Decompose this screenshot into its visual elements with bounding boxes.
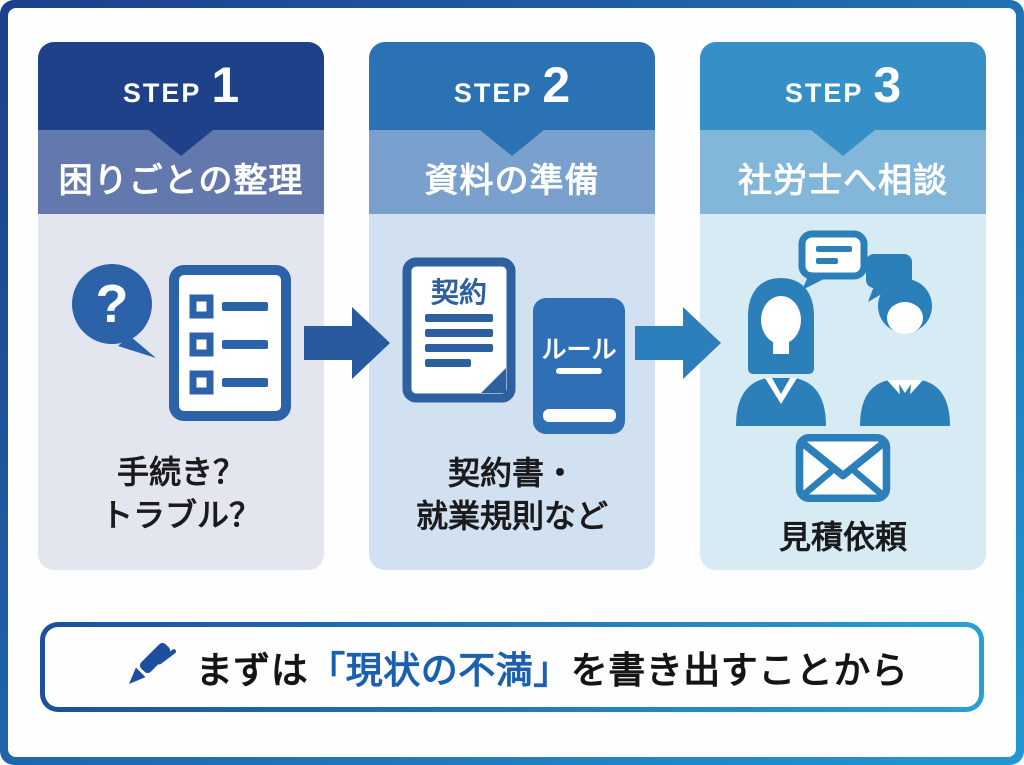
arrow-right-icon (303, 307, 390, 379)
bottom-banner: まずは「現状の不満」を書き出すことから (40, 622, 984, 712)
man-icon (860, 279, 950, 426)
step-3-label: STEP (784, 78, 864, 108)
step-2-header: STEP 2 (369, 42, 655, 130)
step-1-caption-line-1: 手続き？ (116, 454, 245, 490)
step-card-3: STEP 3 社労士へ相談 (700, 42, 986, 570)
svg-text:?: ? (96, 274, 129, 334)
question-checklist-icons: ? (72, 264, 291, 421)
step-2-caption-line-1: 契約書・ (447, 455, 576, 491)
consultation-people-icons (736, 230, 950, 426)
step-2-caption: 契約書・ 就業規則など (416, 452, 608, 538)
step-1-title-band: 困りごとの整理 (38, 130, 324, 214)
step-2-caption-line-2: 就業規則など (415, 498, 608, 535)
svg-text:ルール: ルール (541, 336, 616, 364)
step-3-header: STEP 3 (700, 42, 986, 130)
contract-document-icon: 契約 (402, 257, 516, 403)
step-1-notch-triangle (149, 130, 213, 156)
pen-icon (128, 642, 176, 684)
step-1-number: 1 (211, 57, 240, 113)
step-card-2: STEP 2 資料の準備 契約 (369, 42, 655, 570)
step-3-notch-triangle (811, 130, 875, 156)
woman-icon (736, 278, 826, 426)
arrow-right-icon (634, 307, 721, 379)
documents-icons: 契約 ルール (402, 257, 625, 434)
step-3-number: 3 (873, 57, 902, 113)
svg-text:契約: 契約 (431, 276, 487, 308)
step-2-label: STEP (453, 78, 533, 108)
arrow-step1-to-step2 (303, 305, 390, 381)
question-bubble-icon: ? (72, 264, 156, 358)
step-2-number: 2 (542, 57, 571, 113)
step-2-title: 資料の準備 (424, 162, 600, 200)
banner-text-prefix: まずは (195, 650, 309, 691)
step-3-body: 見積依頼 (700, 214, 986, 570)
bottom-banner-inner: まずは「現状の不満」を書き出すことから (45, 627, 979, 707)
infographic-background: STEP 1 困りごとの整理 ? (8, 8, 1016, 757)
step-3-title: 社労士へ相談 (738, 162, 948, 200)
checklist-icon (169, 265, 291, 421)
step-3-caption: 見積依頼 (779, 516, 907, 559)
envelope-icon (795, 434, 891, 502)
step-2-title-band: 資料の準備 (369, 130, 655, 214)
banner-text-suffix: を書き出すことから (570, 650, 909, 691)
step-2-body: 契約 ルール (369, 214, 655, 570)
step-1-header: STEP 1 (38, 42, 324, 130)
step-2-notch-triangle (480, 130, 544, 156)
step-1-label: STEP (122, 78, 202, 108)
banner-text: まずは「現状の不満」を書き出すことから (196, 640, 909, 694)
arrow-step2-to-step3 (634, 305, 721, 381)
steps-row: STEP 1 困りごとの整理 ? (38, 42, 986, 570)
step-3-title-band: 社労士へ相談 (700, 130, 986, 214)
step-1-caption: 手続き？ トラブル？ (101, 451, 261, 537)
step-3-caption-line-1: 見積依頼 (778, 519, 907, 555)
rulebook-icon: ルール (533, 298, 625, 434)
step-1-caption-line-2: トラブル？ (100, 497, 261, 534)
step-card-1: STEP 1 困りごとの整理 ? (38, 42, 324, 570)
banner-text-highlight: 「現状の不満」 (308, 650, 571, 691)
step-1-title: 困りごとの整理 (58, 162, 304, 200)
step-1-body: ? 手続き？ トラブ (38, 214, 324, 570)
